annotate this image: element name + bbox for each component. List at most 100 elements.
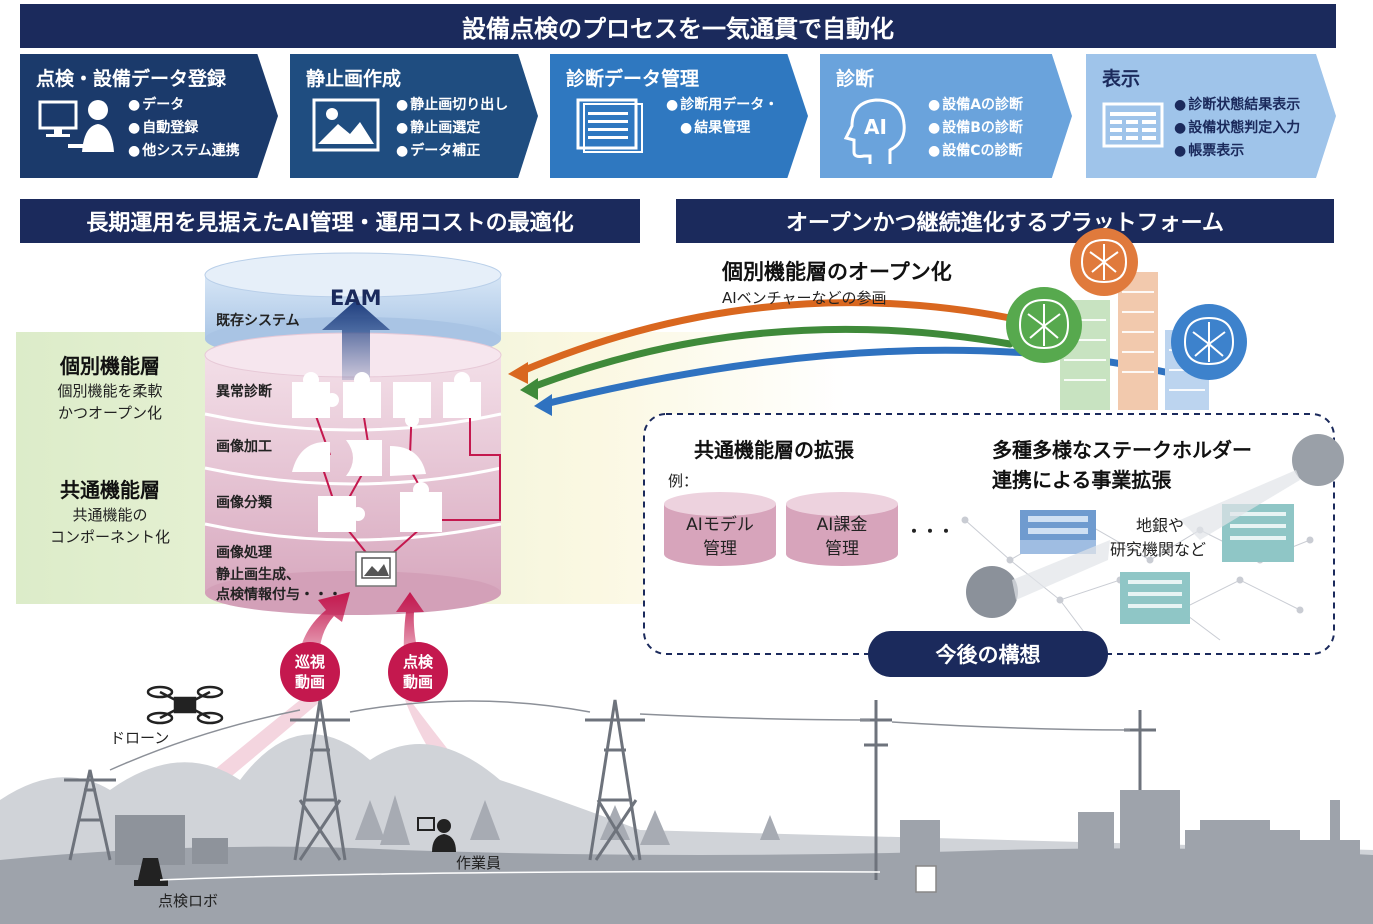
spotlight-icons <box>966 434 1344 618</box>
ai-head-icon: AI <box>843 98 906 164</box>
top-banner-text: 設備点検のプロセスを一気通貫で自動化 <box>462 14 894 43</box>
eam-label: EAM <box>330 286 382 310</box>
worker-label: 作業員 <box>456 854 502 872</box>
patrol-video-line1: 巡視 <box>294 653 325 671</box>
step-still-image: 静止画作成 静止画切り出し 静止画選定 データ補正 <box>290 54 538 178</box>
patrol-video-line2: 動画 <box>294 673 325 691</box>
right-banner: オープンかつ継続進化するプラットフォーム <box>676 199 1334 243</box>
step-item: 設備Bの診断 <box>928 117 1023 140</box>
top-banner: 設備点検のプロセスを一気通貫で自動化 <box>20 4 1336 48</box>
city-buildings <box>900 790 1360 872</box>
common-layer-sub1: 共通機能の <box>72 506 148 524</box>
open-subtitle: AIベンチャーなどの参画 <box>722 289 887 307</box>
step-title: 診断 <box>836 68 875 90</box>
robot-label: 点検ロボ <box>158 892 219 910</box>
step-item: 帳票表示 <box>1174 140 1300 163</box>
layer-anomaly-label: 異常診断 <box>216 384 272 400</box>
existing-system-label: 既存システム <box>216 313 300 329</box>
brain-orange-icon <box>1070 228 1138 296</box>
patrol-video-badge: 巡視 動画 <box>280 642 340 702</box>
inspection-video-line1: 点検 <box>402 653 433 671</box>
operator-pc-icon <box>38 100 114 152</box>
more-dots: ・・・ <box>906 522 955 541</box>
photo-stack-icon <box>355 551 397 587</box>
ai-model-label-2: 管理 <box>703 539 737 559</box>
layer-base-sub2: 点検情報付与・・・ <box>216 587 342 603</box>
ai-billing-label-1: AI課金 <box>816 515 868 535</box>
substation <box>115 815 228 865</box>
open-title: 個別機能層のオープン化 <box>722 260 952 284</box>
worker-icon <box>417 817 456 852</box>
left-banner: 長期運用を見据えたAI管理・運用コストの最適化 <box>20 199 640 243</box>
landscape <box>0 734 1373 924</box>
left-banner-text: 長期運用を見据えたAI管理・運用コストの最適化 <box>86 211 574 236</box>
step-item: データ補正 <box>396 140 508 163</box>
green-arrowhead <box>520 378 538 400</box>
step-item: 自動登録 <box>128 117 240 140</box>
drone-label: ドローン <box>110 729 170 747</box>
trees <box>355 795 780 845</box>
svg-text:AI: AI <box>864 115 887 139</box>
brain-green-icon <box>1006 287 1082 363</box>
step-title: 表示 <box>1102 68 1141 90</box>
step-title: 静止画作成 <box>306 68 402 90</box>
step-item: 診断用データ・ <box>666 94 778 117</box>
eam-up-arrow <box>322 300 390 380</box>
utility-box <box>915 865 937 893</box>
individual-layer-title: 個別機能層 <box>60 354 160 378</box>
step-registration: 点検・設備データ登録 データ 自動登録 他システム連携 <box>20 54 278 178</box>
step-diagnosis-data: 診断データ管理 診断用データ・ 結果管理 <box>550 54 808 178</box>
stakeholder-title-1: 多種多様なステークホルダー <box>992 438 1252 462</box>
individual-layer-sub2: かつオープン化 <box>57 404 163 422</box>
blue-arrowhead <box>534 394 552 416</box>
step-display: 表示 診断状態結果表示 設備状態判定入力 帳票表示 <box>1086 54 1336 178</box>
step-item: 静止画切り出し <box>396 94 508 117</box>
right-banner-text: オープンかつ継続進化するプラットフォーム <box>785 211 1225 236</box>
partners-label-1: 地銀や <box>1136 516 1185 535</box>
step-title: 点検・設備データ登録 <box>36 68 227 90</box>
step-title: 診断データ管理 <box>566 68 700 90</box>
step-item: 静止画選定 <box>396 117 508 140</box>
ground-line <box>159 870 881 881</box>
orange-arrowhead <box>508 362 528 384</box>
layer-base-label: 画像処理 <box>216 545 272 561</box>
layer-image-processing-label: 画像加工 <box>216 439 272 455</box>
common-extension-title: 共通機能層の拡張 <box>694 438 854 462</box>
puzzle-pieces <box>292 372 481 532</box>
office-building-icon <box>1120 572 1190 624</box>
document-list-icon <box>576 98 643 153</box>
individual-layer-sub1: 個別機能を柔軟 <box>57 382 163 400</box>
inspection-video-badge: 点検 動画 <box>388 642 448 702</box>
brain-blue-icon <box>1171 304 1247 380</box>
example-label: 例： <box>668 472 699 490</box>
common-layer-title: 共通機能層 <box>60 478 160 502</box>
step-item: 設備状態判定入力 <box>1174 117 1300 140</box>
step-item: データ <box>128 94 240 117</box>
stakeholder-title-2: 連携による事業拡張 <box>992 468 1172 492</box>
future-concept-badge: 今後の構想 <box>868 631 1108 677</box>
ai-model-cylinder <box>664 492 776 566</box>
step-diagnosis: 診断 AI 設備Aの診断 設備Bの診断 設備Cの診断 <box>820 54 1072 178</box>
drone-icon <box>146 685 224 725</box>
image-icon <box>312 98 380 152</box>
robot-icon <box>134 858 168 886</box>
ai-billing-cylinder <box>786 492 898 566</box>
research-building-icon <box>1222 504 1294 562</box>
ai-billing-label-2: 管理 <box>825 539 859 559</box>
ai-model-label-1: AIモデル <box>686 515 754 535</box>
common-layer-sub2: コンポーネント化 <box>49 528 170 546</box>
table-report-icon <box>1102 102 1164 148</box>
inspection-video-line2: 動画 <box>402 673 433 691</box>
partners-label-2: 研究機関など <box>1110 540 1207 559</box>
ai-vendor-buildings <box>1060 272 1209 410</box>
future-concept-badge-text: 今後の構想 <box>935 643 1041 667</box>
bank-building-icon <box>1020 510 1096 554</box>
step-item: 設備Cの診断 <box>928 140 1023 163</box>
layer-base-sub1: 静止画生成、 <box>216 567 300 583</box>
step-item: 設備Aの診断 <box>928 94 1023 117</box>
step-item: 診断状態結果表示 <box>1174 94 1300 117</box>
step-item-cont: 結果管理 <box>666 117 778 140</box>
step-item: 他システム連携 <box>128 140 240 163</box>
layer-classification-label: 画像分類 <box>216 495 272 511</box>
